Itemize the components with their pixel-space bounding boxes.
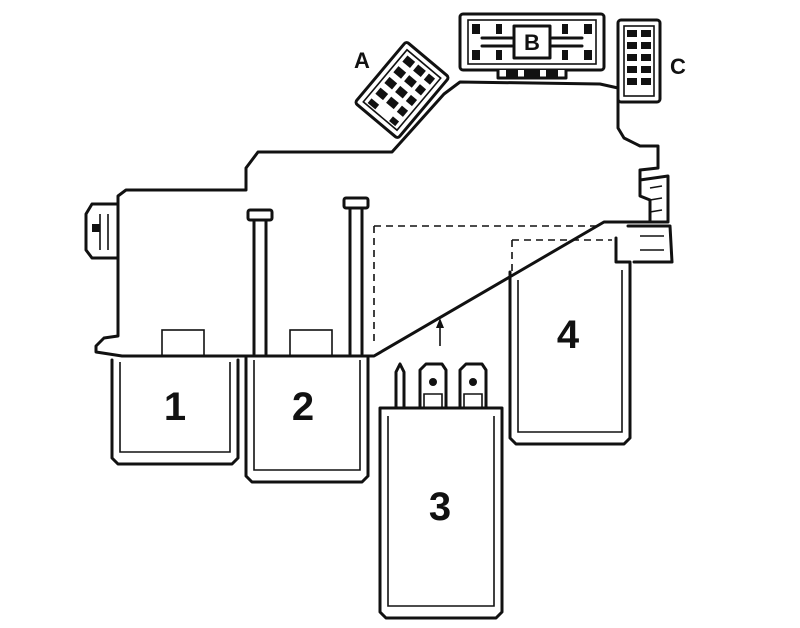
hidden-edge-upper (373, 225, 600, 344)
right-clip-lower (626, 224, 674, 264)
connector-a (354, 41, 450, 139)
relay-2: 2 (244, 356, 370, 484)
relay-1: 1 (110, 358, 240, 466)
insert-direction-arrow (436, 318, 444, 346)
relay-3-terminal-right (458, 362, 488, 410)
connector-c-label: C (670, 54, 686, 79)
hidden-edge-relay-4 (511, 239, 612, 272)
relay-4: 4 (508, 236, 632, 446)
connector-b-label: B (524, 30, 540, 55)
relay-3: 3 (378, 318, 504, 620)
post-right (342, 196, 370, 356)
connector-b: B (458, 12, 606, 80)
relay-1-label: 1 (164, 385, 186, 429)
post-left (246, 208, 274, 356)
relay-3-terminal-left (418, 362, 448, 410)
relay-2-label: 2 (292, 385, 314, 429)
connector-a-label: A (354, 48, 370, 73)
right-clip-upper (638, 174, 670, 224)
left-clip (84, 202, 120, 260)
relay-3-pin-narrow (394, 362, 406, 410)
slot-relay-2 (289, 329, 333, 357)
relay-4-label: 4 (557, 313, 580, 357)
relay-carrier-outline (94, 80, 660, 358)
connector-c (616, 18, 662, 104)
slot-relay-1 (161, 329, 205, 357)
relay-3-label: 3 (429, 485, 451, 529)
